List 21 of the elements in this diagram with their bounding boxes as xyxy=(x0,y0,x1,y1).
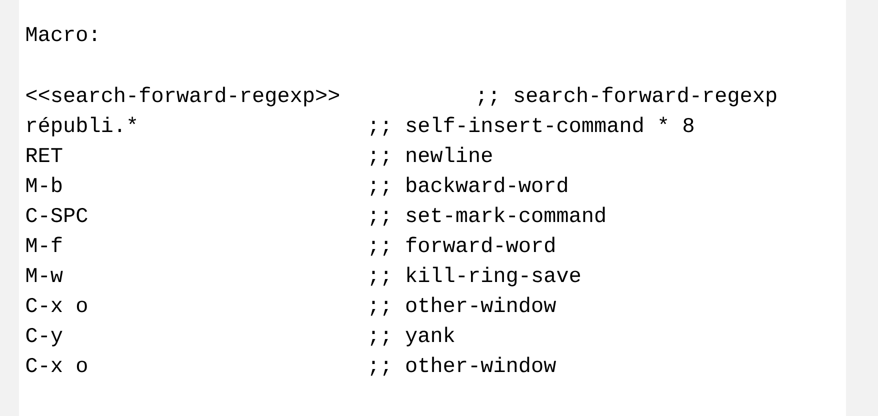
key-sequence: M-f xyxy=(26,236,62,252)
command-comment: ;; search-forward-regexp xyxy=(478,86,776,106)
command-comment: ;; set-mark-command xyxy=(370,206,605,226)
command-comment: ;; kill-ring-save xyxy=(370,266,580,286)
key-sequence: M-w xyxy=(26,268,63,282)
command-comment: ;; backward-word xyxy=(370,176,567,196)
key-sequence: C-y xyxy=(26,328,62,346)
command-comment: ;; forward-word xyxy=(370,236,554,256)
key-sequence: C-x o xyxy=(26,298,87,312)
command-comment: ;; yank xyxy=(370,326,454,346)
key-sequence: <<search-forward-regexp>> xyxy=(26,86,339,106)
command-comment: ;; other-window xyxy=(370,356,556,376)
command-comment: ;; newline xyxy=(370,146,492,166)
macro-heading: Macro: xyxy=(26,27,96,42)
command-comment: ;; self-insert-command * 8 xyxy=(370,116,694,136)
key-sequence: C-x o xyxy=(26,358,87,372)
key-sequence: M-b xyxy=(26,176,62,192)
command-comment: ;; other-window xyxy=(370,296,556,316)
key-sequence: C-SPC xyxy=(26,208,88,222)
key-sequence: républi.* xyxy=(28,116,136,136)
key-sequence: RET xyxy=(26,148,62,162)
